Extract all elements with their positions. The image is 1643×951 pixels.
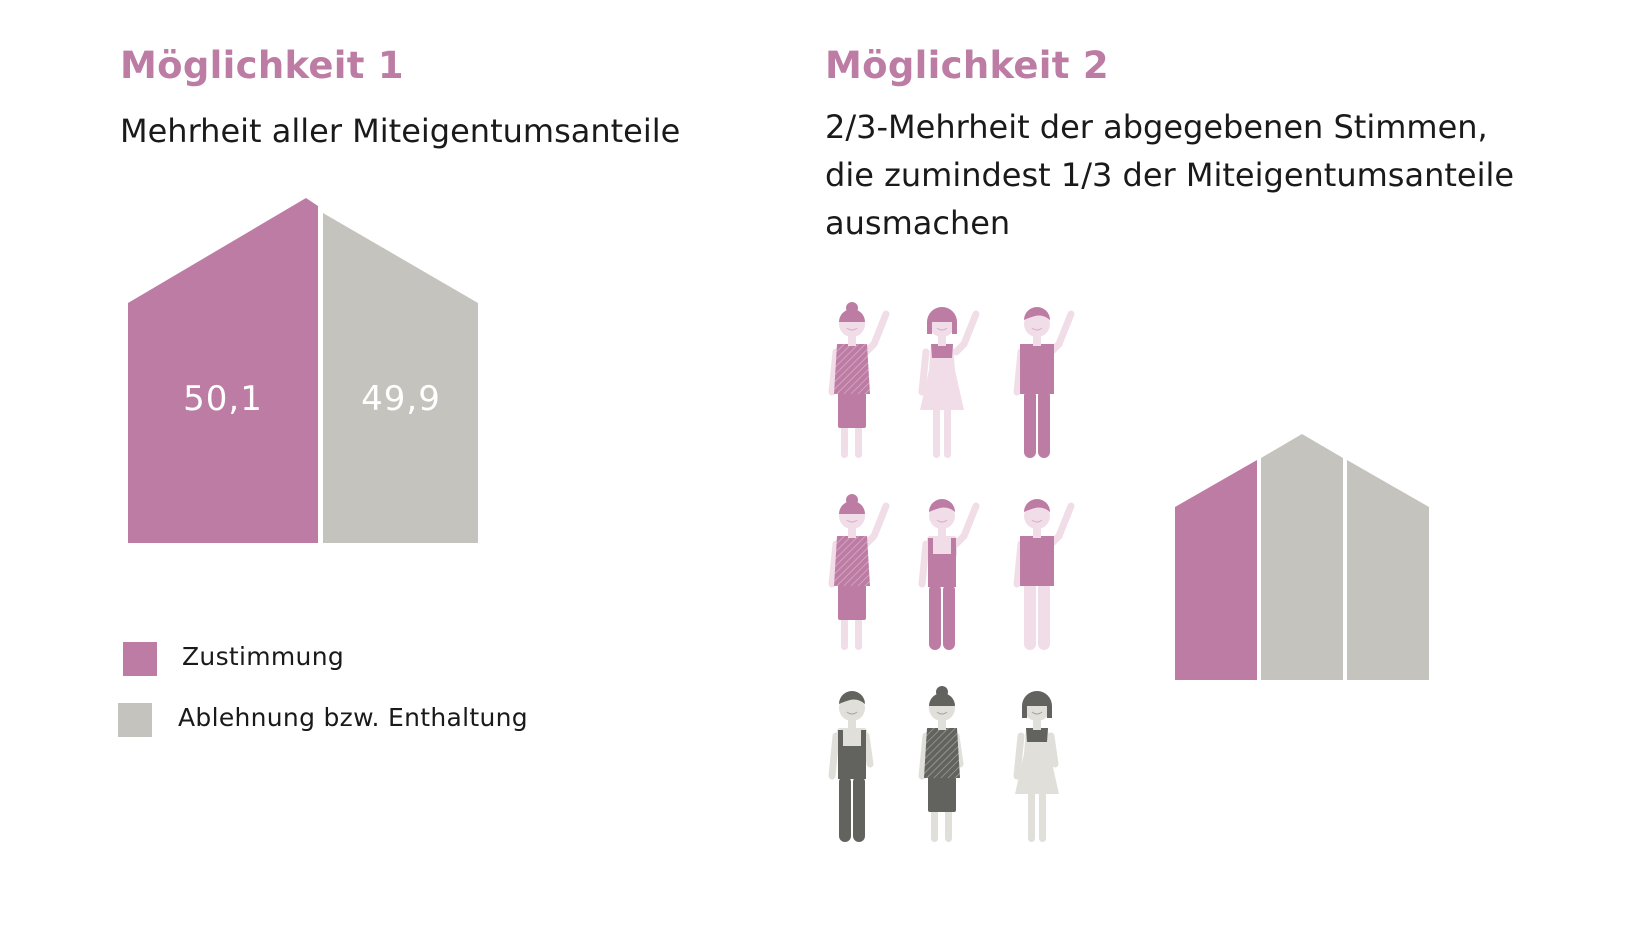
legend-swatch-approval (123, 642, 157, 676)
figure-arm (952, 502, 980, 548)
house-option1-approval-value: 50,1 (183, 379, 263, 419)
option1-heading: Möglichkeit 1 (120, 44, 404, 87)
figure-arm (862, 502, 890, 548)
voter-figure-4-person-bun-icon (828, 494, 890, 650)
voter-figure-8-person-bun-icon (918, 686, 964, 842)
figure-arm (1047, 732, 1059, 768)
voter-figure-2-person-dress-icon (918, 307, 980, 458)
house-option1-rejection-value: 49,9 (361, 379, 441, 419)
voter-figure-7-person-overall-icon (828, 691, 874, 842)
figure-arm (862, 310, 890, 356)
house-option1: 50,1 49,9 (128, 198, 478, 543)
voter-figure-1-person-bun-icon (828, 302, 890, 458)
house-option2-segment-1 (1175, 460, 1257, 680)
option2-subtitle-line-3: ausmachen (825, 204, 1011, 242)
legend-label-approval: Zustimmung (182, 642, 345, 671)
option2-subtitle: 2/3-Mehrheit der abgegebenen Stimmen, di… (825, 103, 1514, 247)
option1-subtitle-line: Mehrheit aller Miteigentumsanteile (120, 112, 681, 150)
house-option1-rejection-part (323, 213, 478, 543)
option2-subtitle-line-1: 2/3-Mehrheit der abgegebenen Stimmen, (825, 108, 1488, 146)
house-option2 (1175, 434, 1429, 680)
voter-figure-6-person-shirt-icon (1013, 499, 1075, 650)
house-option2-segment-3 (1347, 460, 1429, 680)
legend-label-rejection: Ablehnung bzw. Enthaltung (178, 703, 528, 732)
voter-figure-9-person-dress-icon (1013, 691, 1059, 842)
option2-heading: Möglichkeit 2 (825, 44, 1109, 87)
option1-subtitle: Mehrheit aller Miteigentumsanteile (120, 107, 680, 155)
voter-figure-3-person-shirt-icon (1013, 307, 1075, 458)
house-option2-segment-2 (1261, 434, 1343, 680)
figure-arm (952, 310, 980, 356)
voter-figure-5-person-overall-icon (918, 499, 980, 650)
legend-swatch-rejection (118, 703, 152, 737)
house-option1-approval-part (128, 198, 318, 543)
option2-subtitle-line-2: die zumindest 1/3 der Miteigentumsanteil… (825, 156, 1515, 194)
